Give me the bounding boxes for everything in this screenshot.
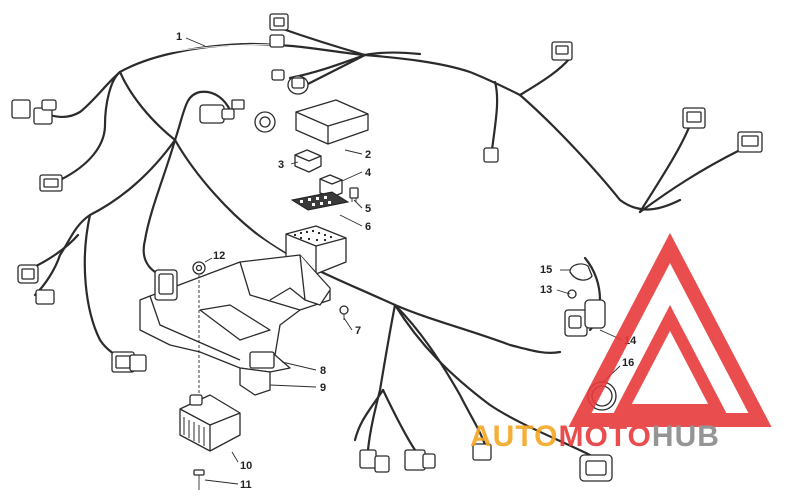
callout-7: 7 bbox=[355, 325, 361, 337]
fuse-box-cover bbox=[295, 99, 369, 145]
screw-7 bbox=[339, 305, 349, 320]
callout-5: 5 bbox=[365, 203, 371, 215]
fuse bbox=[349, 187, 359, 202]
bolt-11 bbox=[193, 469, 205, 490]
automotohub-watermark: AUTOMOTOHUB bbox=[470, 232, 772, 453]
callout-1: 1 bbox=[176, 31, 182, 43]
watermark-text-auto: AUTO bbox=[470, 420, 558, 453]
callout-2: 2 bbox=[365, 149, 371, 161]
callout-12: 12 bbox=[213, 250, 225, 262]
watermark-text-moto: MOTO bbox=[558, 420, 651, 453]
leader-lines bbox=[185, 37, 623, 485]
callout-6: 6 bbox=[365, 221, 371, 233]
fuse-strip bbox=[290, 191, 350, 211]
right-side-parts bbox=[564, 256, 617, 411]
watermark-text-hub: HUB bbox=[652, 420, 720, 453]
nut-12 bbox=[192, 261, 206, 275]
watermark-text: AUTOMOTOHUB bbox=[470, 420, 720, 453]
callout-8: 8 bbox=[320, 365, 326, 377]
relay bbox=[319, 174, 343, 198]
fuse-box-base bbox=[285, 225, 347, 275]
fuse-box-assembly bbox=[285, 99, 369, 275]
callout-10: 10 bbox=[240, 460, 252, 472]
callout-3: 3 bbox=[278, 159, 284, 171]
callout-16: 16 bbox=[622, 357, 634, 369]
callout-labels: 1 2 3 4 5 6 7 8 9 10 11 12 13 14 15 16 bbox=[176, 31, 637, 491]
wiring-harness bbox=[30, 26, 742, 457]
voltage-regulator bbox=[179, 394, 241, 452]
callout-9: 9 bbox=[320, 382, 326, 394]
harness-connectors bbox=[11, 13, 763, 482]
callout-11: 11 bbox=[240, 479, 252, 491]
small-relay bbox=[294, 149, 322, 173]
watermark-triangle-logo bbox=[568, 232, 772, 427]
callout-15: 15 bbox=[540, 264, 552, 276]
callout-4: 4 bbox=[365, 167, 372, 179]
bracket-tray bbox=[139, 254, 349, 400]
callout-13: 13 bbox=[540, 284, 552, 296]
